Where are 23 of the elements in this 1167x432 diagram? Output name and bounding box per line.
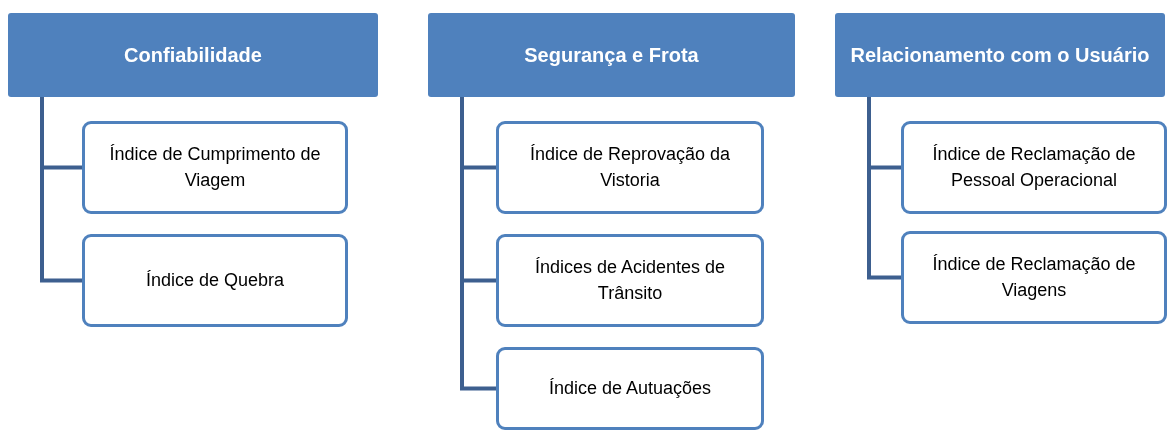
node-label: Índice de Cumprimento de Viagem <box>108 143 322 192</box>
connector-line <box>460 97 496 391</box>
category-header <box>428 13 795 97</box>
category-header <box>8 13 378 97</box>
node-label: Índice de Autuações <box>548 376 712 400</box>
category-header <box>835 13 1165 97</box>
node-label: Índice de Reprovação da Vistoria <box>528 143 732 192</box>
node-label: Índice de Quebra <box>145 268 285 292</box>
indicator-box <box>82 121 348 214</box>
indicator-box <box>496 347 764 430</box>
node-label: Relacionamento com o Usuário <box>850 42 1150 68</box>
connector-line <box>867 97 901 280</box>
node-label: Índice de Reclamação de Viagens <box>931 253 1137 302</box>
node-label: Confiabilidade <box>124 42 262 68</box>
node-label: Segurança e Frota <box>524 42 699 68</box>
node-label: Índice de Reclamação de Pessoal Operacional <box>931 143 1137 192</box>
indicator-box <box>496 121 764 214</box>
indicator-box <box>82 234 348 327</box>
indicator-box <box>901 121 1167 214</box>
node-label: Índices de Acidentes de Trânsito <box>533 256 727 305</box>
connector-line <box>40 97 82 283</box>
indicator-box <box>496 234 764 327</box>
indicator-box <box>901 231 1167 324</box>
